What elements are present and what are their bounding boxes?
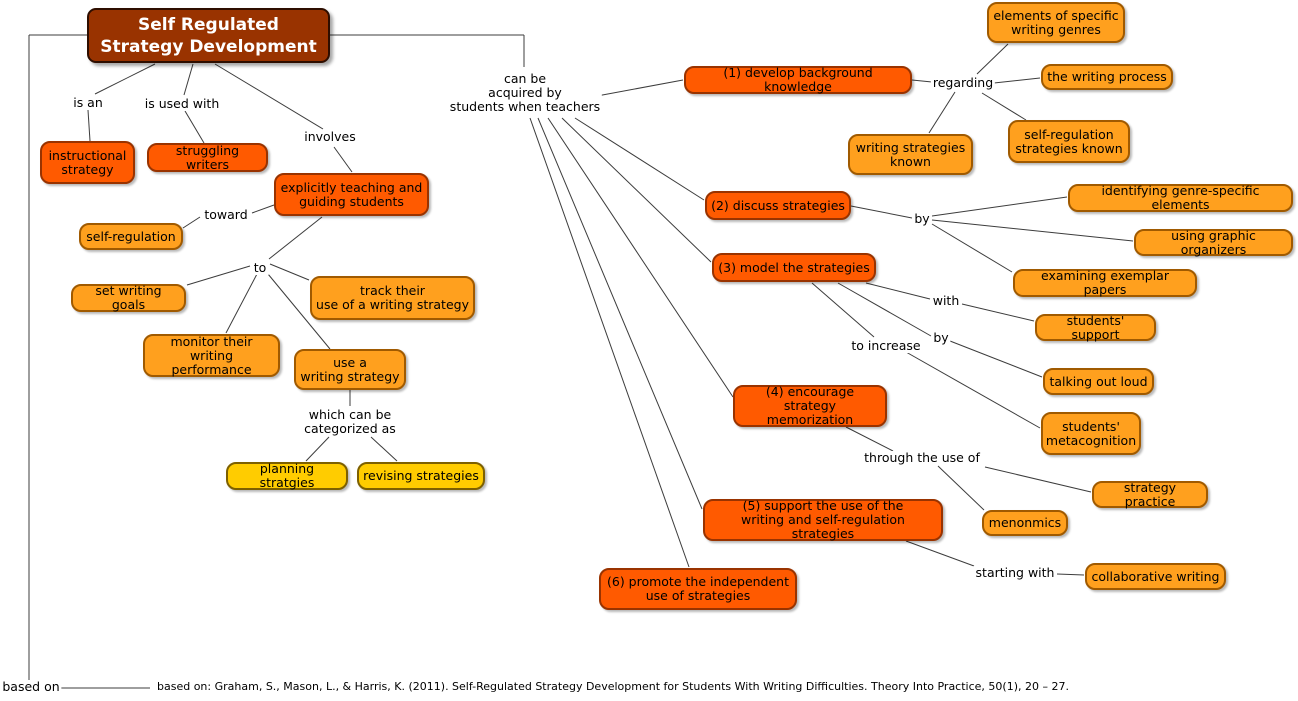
node-talking-out-loud[interactable]: talking out loud xyxy=(1043,368,1154,395)
node-elements-of-specific-writing-genres[interactable]: elements of specific writing genres xyxy=(987,2,1125,43)
link-label-to[interactable]: to xyxy=(251,260,269,275)
connector-line xyxy=(183,63,194,96)
link-label-can-be-acquired-by-students-when-teachers[interactable]: can be acquired by students when teacher… xyxy=(447,71,603,114)
link-label-toward[interactable]: toward xyxy=(202,207,250,222)
node-monitor-writing-performance[interactable]: monitor their writing performance xyxy=(143,334,280,377)
connector-line xyxy=(865,282,931,300)
link-label-to-increase[interactable]: to increase xyxy=(849,338,923,353)
connector-line xyxy=(949,340,1043,378)
connector-line xyxy=(269,263,310,281)
node-title[interactable]: Self Regulated Strategy Development xyxy=(87,8,330,63)
connector-line xyxy=(225,273,258,334)
connector-line xyxy=(94,63,156,95)
connector-line xyxy=(981,92,1027,121)
connector-line xyxy=(905,351,1041,429)
node-step4-encourage-strategy-memorization[interactable]: (4) encourage strategy memorization xyxy=(733,385,887,427)
node-examining-exemplar-papers[interactable]: examining exemplar papers xyxy=(1013,269,1197,297)
connector-line xyxy=(931,196,1068,217)
connector-line xyxy=(928,91,956,134)
link-label-is-an[interactable]: is an xyxy=(71,95,105,110)
node-instructional-strategy[interactable]: instructional strategy xyxy=(40,141,135,184)
connector-line xyxy=(850,205,913,219)
connector-line xyxy=(214,63,324,130)
node-self-regulation[interactable]: self-regulation xyxy=(79,223,183,250)
connector-line xyxy=(845,426,894,452)
connector-line xyxy=(1056,573,1085,576)
connector-line xyxy=(529,117,690,568)
node-step2-discuss-strategies[interactable]: (2) discuss strategies xyxy=(705,191,851,220)
node-explicitly-teaching-guiding-students[interactable]: explicitly teaching and guiding students xyxy=(274,173,429,216)
connector-line xyxy=(574,117,705,201)
link-label-regarding[interactable]: regarding xyxy=(930,75,996,90)
node-students-support[interactable]: students' support xyxy=(1035,313,1156,341)
node-the-writing-process[interactable]: the writing process xyxy=(1041,64,1173,90)
connector-line xyxy=(984,466,1092,493)
node-strategy-practice[interactable]: strategy practice xyxy=(1092,480,1208,508)
connector-line xyxy=(370,436,398,462)
link-label-is-used-with[interactable]: is used with xyxy=(142,96,222,111)
connector-line xyxy=(811,282,875,338)
connector-line xyxy=(993,77,1041,84)
node-use-a-writing-strategy[interactable]: use a writing strategy xyxy=(294,349,406,390)
link-label-with[interactable]: with xyxy=(930,293,962,308)
link-label-through-the-use-of[interactable]: through the use of xyxy=(862,450,982,465)
node-writing-strategies-known[interactable]: writing strategies known xyxy=(848,134,973,175)
connector-line xyxy=(911,79,933,83)
link-label-which-can-be-categorized-as[interactable]: which can be categorized as xyxy=(302,407,398,436)
connector-line xyxy=(537,117,703,510)
connector-line xyxy=(561,117,712,263)
connector-line xyxy=(184,110,205,144)
connector-line xyxy=(251,204,275,214)
node-students-metacognition[interactable]: students' metacognition xyxy=(1041,412,1141,455)
connector-line xyxy=(333,146,353,173)
node-struggling-writers[interactable]: struggling writers xyxy=(147,143,268,172)
node-step3-model-the-strategies[interactable]: (3) model the strategies xyxy=(712,253,876,282)
node-step5-support-use-of-strategies[interactable]: (5) support the use of the writing and s… xyxy=(703,499,943,541)
connector-line xyxy=(937,465,985,511)
node-identifying-genre-specific-elements[interactable]: identifying genre-specific elements xyxy=(1068,184,1293,212)
node-planning-stratgies[interactable]: planning stratgies xyxy=(226,462,348,490)
connector-line xyxy=(905,540,975,567)
connector-line xyxy=(837,282,932,337)
connector-line xyxy=(182,216,201,229)
connector-line xyxy=(961,303,1035,322)
connector-line xyxy=(267,273,331,350)
connector-line xyxy=(186,265,251,286)
connector-line xyxy=(931,219,1134,242)
connector-line xyxy=(87,109,91,142)
connector-line xyxy=(976,43,1009,75)
citation-text: based on: Graham, S., Mason, L., & Harri… xyxy=(157,680,1069,693)
link-label-by-model[interactable]: by xyxy=(931,330,951,345)
node-using-graphic-organizers[interactable]: using graphic organizers xyxy=(1134,228,1293,256)
link-label-involves[interactable]: involves xyxy=(302,129,358,144)
node-step1-develop-background-knowledge[interactable]: (1) develop background knowledge xyxy=(684,66,912,94)
node-self-regulation-strategies-known[interactable]: self-regulation strategies known xyxy=(1008,120,1130,163)
connector-line xyxy=(547,117,734,398)
node-track-use-of-writing-strategy[interactable]: track their use of a writing strategy xyxy=(310,276,475,320)
connector-line xyxy=(596,79,684,97)
node-collaborative-writing[interactable]: collaborative writing xyxy=(1085,563,1226,590)
node-step6-promote-independent-use[interactable]: (6) promote the independent use of strat… xyxy=(599,568,797,610)
link-label-by-discuss[interactable]: by xyxy=(912,211,932,226)
link-label-based-on[interactable]: based on xyxy=(0,679,62,694)
node-revising-strategies[interactable]: revising strategies xyxy=(357,462,485,490)
connector-line xyxy=(268,216,323,260)
connector-line xyxy=(305,436,330,462)
connector-line xyxy=(931,223,1013,273)
link-label-starting-with[interactable]: starting with xyxy=(973,565,1057,580)
node-menonmics[interactable]: menonmics xyxy=(982,510,1068,536)
node-set-writing-goals[interactable]: set writing goals xyxy=(71,284,186,312)
